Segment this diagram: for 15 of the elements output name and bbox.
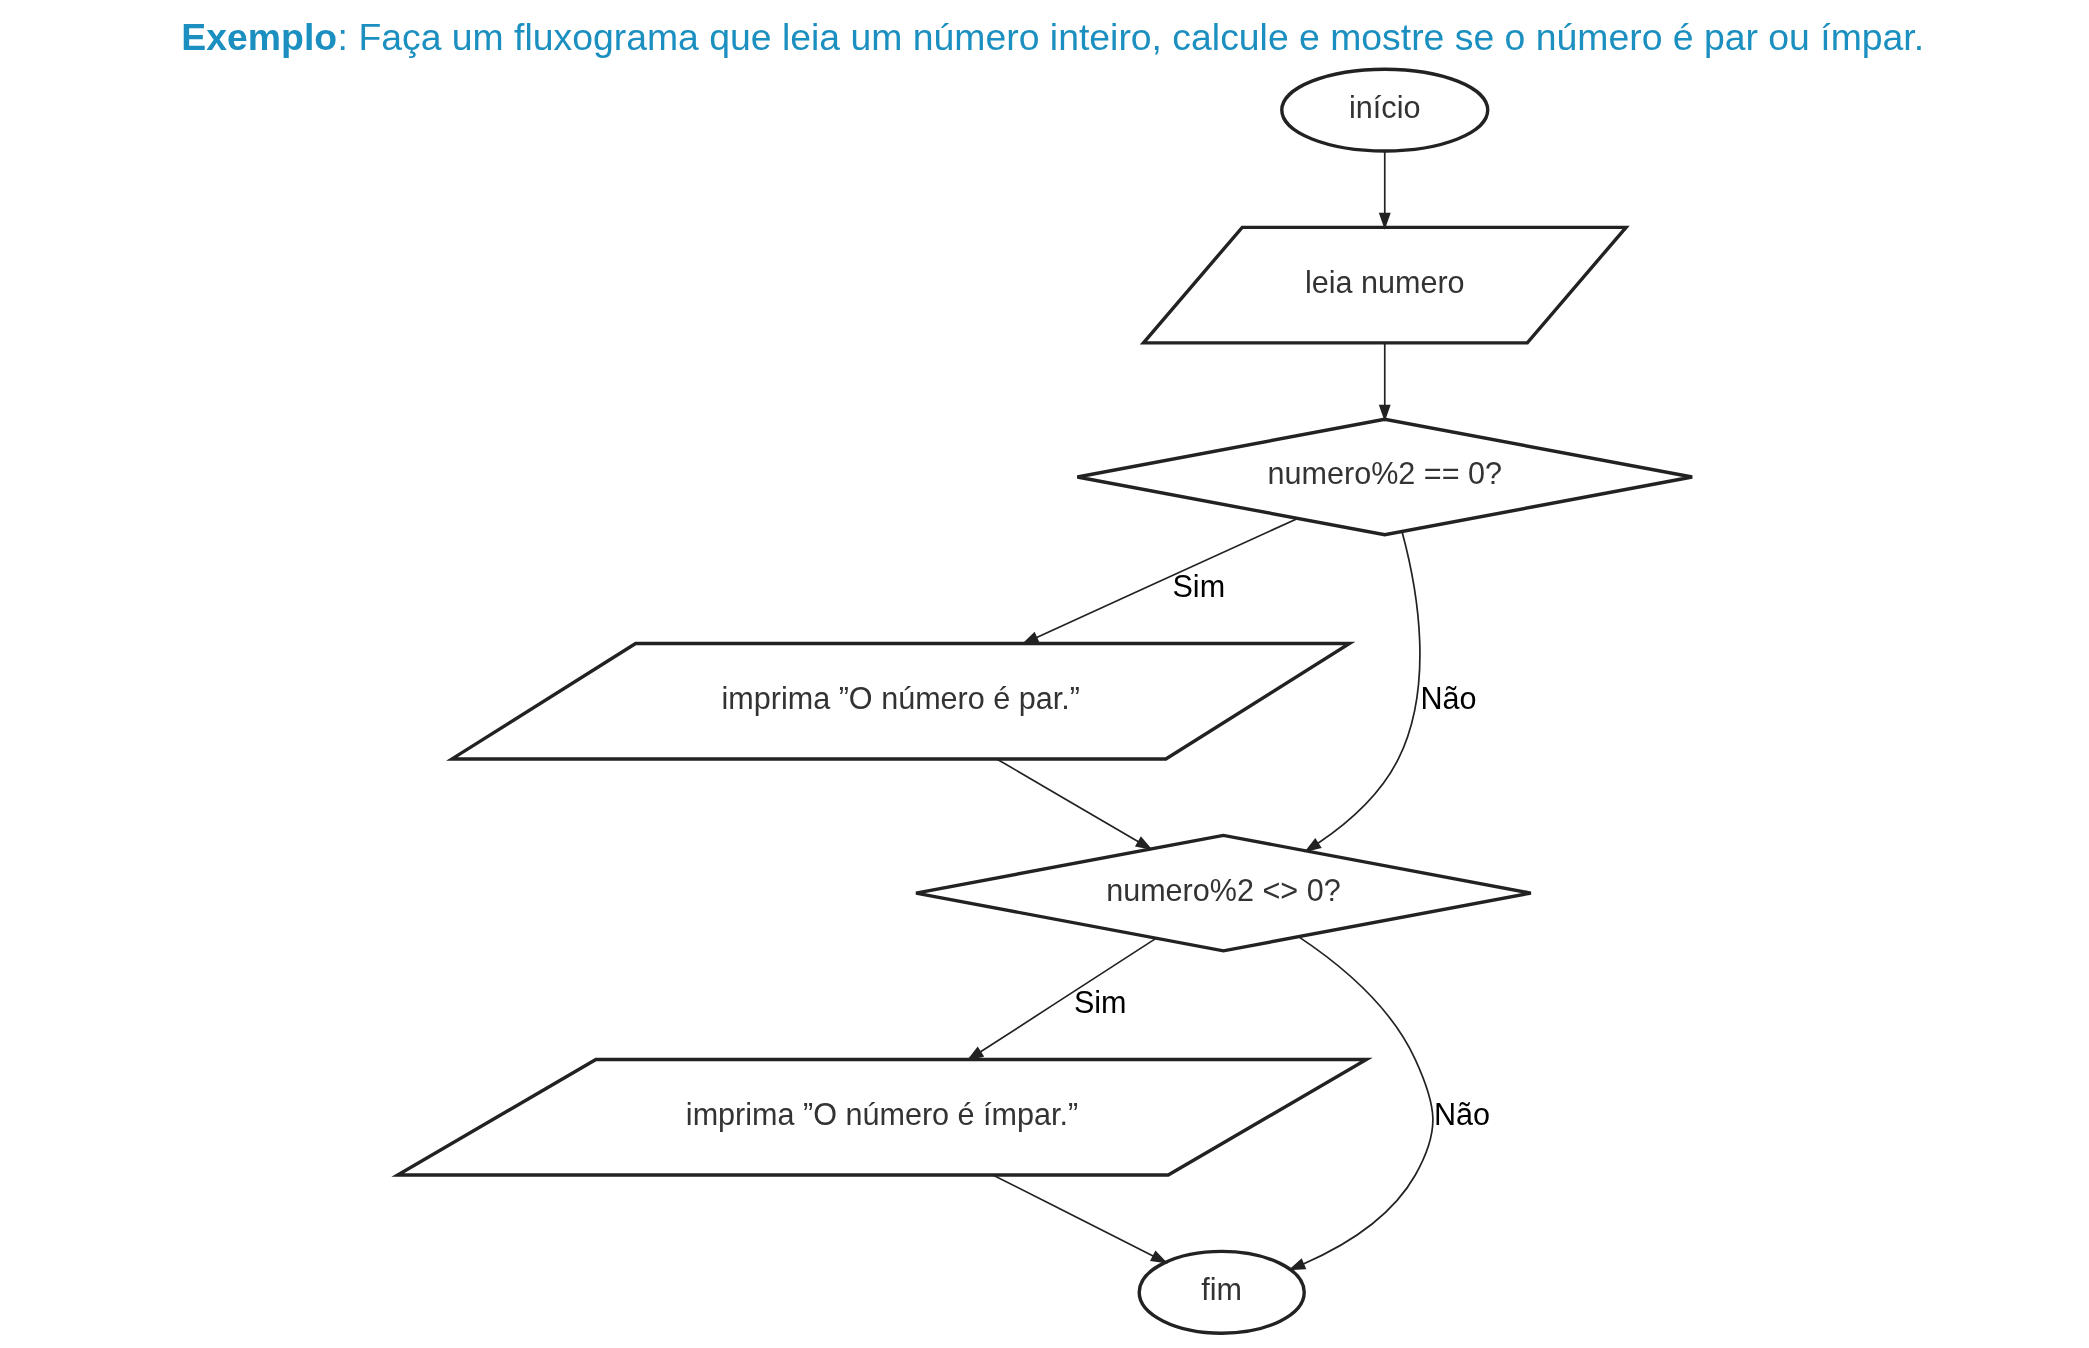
edge-label: Sim (1171, 568, 1225, 603)
arrow (1378, 341, 1391, 422)
diagram-title: Exemplo: Faça um fluxograma que leia um número inteiro, calcule e mostre se o número é par ou ímpar. (180, 15, 1924, 58)
node-ellipse: início (1279, 67, 1489, 153)
edge-label: Sim (1073, 984, 1127, 1019)
arrow (966, 937, 1157, 1061)
arrow (995, 758, 1153, 851)
arrow (1378, 150, 1391, 230)
node-diamond: numero%2 == 0? (1075, 417, 1694, 537)
edge-label: Não (1419, 680, 1476, 715)
arrow (991, 1174, 1168, 1264)
edge-label: Não (1433, 1096, 1490, 1131)
arrow (1287, 936, 1434, 1271)
arrow (1303, 531, 1421, 853)
arrow (1021, 517, 1298, 645)
